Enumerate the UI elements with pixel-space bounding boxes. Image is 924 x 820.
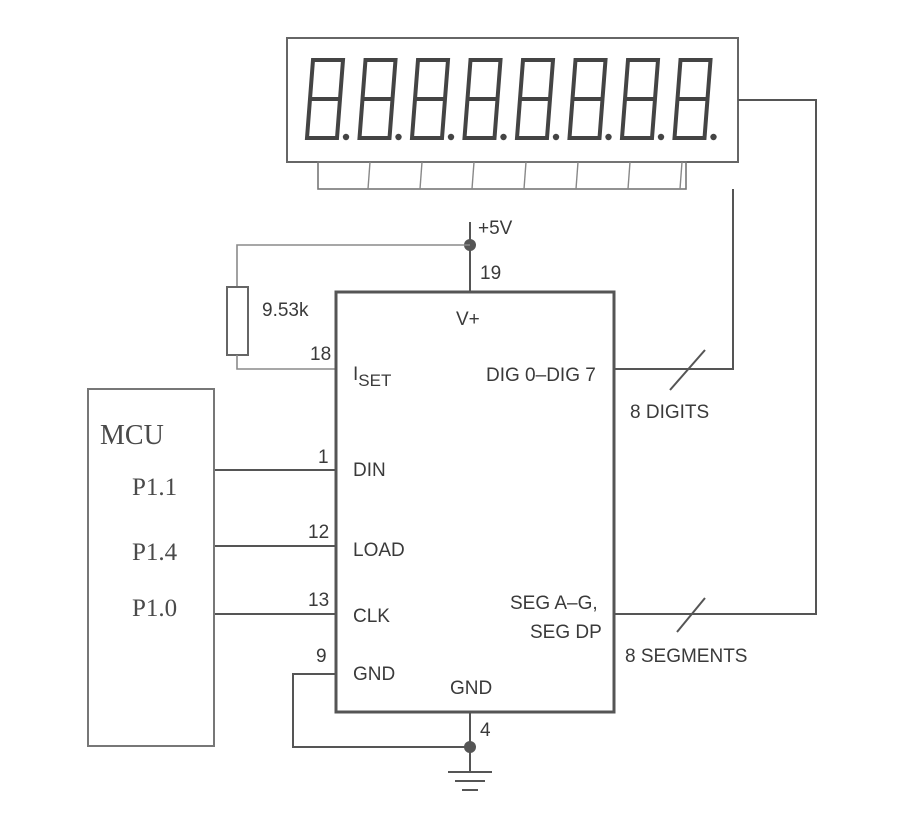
dig-label: DIG 0–DIG 7 <box>486 365 596 386</box>
display-digit <box>462 58 507 141</box>
mcu-block: MCU P1.1 P1.4 P1.0 <box>87 388 215 747</box>
mcu-pin-p1-1: P1.1 <box>132 474 177 501</box>
display-digit <box>304 58 350 141</box>
display-digit <box>409 58 455 141</box>
vplus-label: V+ <box>456 309 480 330</box>
display-digit <box>514 58 560 141</box>
decimal-point <box>710 133 717 141</box>
connector-pin-divider <box>419 161 423 190</box>
display-digit <box>567 58 612 141</box>
ground-icon <box>448 771 492 791</box>
display-digit <box>357 58 402 141</box>
display-connector <box>317 161 687 190</box>
pin-numbers: 19 18 1 12 13 9 4 <box>308 263 501 741</box>
digit-segments <box>304 58 346 140</box>
decimal-point <box>500 133 507 141</box>
segments-bus-slash <box>676 597 706 633</box>
gnd-junction <box>464 741 476 753</box>
digit-segments <box>462 58 503 140</box>
seg-label-line1: SEG A–G, <box>510 593 598 614</box>
pin-13: 13 <box>308 590 329 611</box>
gnd-left-label: GND <box>353 664 395 685</box>
ic-body <box>334 290 616 714</box>
mcu-pin-p1-4: P1.4 <box>132 539 178 566</box>
connector-pin-divider <box>471 161 475 190</box>
decimal-point <box>395 133 402 141</box>
display-connector-pins <box>367 161 683 190</box>
load-label: LOAD <box>353 540 405 561</box>
decimal-point <box>657 133 665 141</box>
resistor-label: 9.53k <box>262 300 309 321</box>
pin-12: 12 <box>308 522 329 543</box>
connector-pin-divider <box>679 161 683 190</box>
pin-1: 1 <box>318 447 329 468</box>
digits-bus-slash <box>669 349 706 391</box>
decimal-point <box>552 133 560 141</box>
rset-resistor <box>226 286 249 356</box>
gnd-loop-wire <box>292 673 470 748</box>
digit-segments <box>409 58 451 140</box>
clk-label: CLK <box>353 606 390 627</box>
rset-top-wire <box>236 244 470 287</box>
display-digit <box>672 58 717 141</box>
digit-segments <box>357 58 398 140</box>
mcu-title: MCU <box>100 420 164 451</box>
mcu-body <box>87 388 215 747</box>
iset-label: ISET <box>353 364 391 390</box>
digit-segments <box>514 58 556 140</box>
rset-bottom-wire <box>236 355 336 370</box>
digit-segments <box>619 58 661 140</box>
din-label: DIN <box>353 460 386 481</box>
connector-pin-divider <box>575 161 579 190</box>
pin-18: 18 <box>310 344 331 365</box>
seven-segment-display <box>286 37 739 190</box>
decimal-point <box>342 133 350 141</box>
display-digits <box>304 58 717 141</box>
seg-label-line2: SEG DP <box>530 622 602 643</box>
iset-label-sub: SET <box>358 371 391 390</box>
iset-label-main: I <box>353 364 358 385</box>
pin-9: 9 <box>316 646 327 667</box>
gnd-bottom-label: GND <box>450 678 492 699</box>
connector-pin-divider <box>627 161 631 190</box>
driver-ic: V+ ISET DIN LOAD CLK GND GND DIG 0–DIG 7… <box>334 290 616 714</box>
decimal-point <box>605 133 612 141</box>
mcu-pin-p1-0: P1.0 <box>132 595 177 622</box>
pin-4: 4 <box>480 720 491 741</box>
decimal-point <box>447 133 455 141</box>
pin-19: 19 <box>480 263 501 284</box>
connector-pin-divider <box>523 161 527 190</box>
segments-bus-label: 8 SEGMENTS <box>625 646 747 667</box>
supply-label: +5V <box>478 218 513 239</box>
segments-bus-wire <box>614 99 817 615</box>
digits-bus-label: 8 DIGITS <box>630 402 709 423</box>
digits-bus-wire <box>614 189 734 370</box>
display-frame <box>286 37 739 163</box>
digit-segments <box>672 58 713 140</box>
connector-pin-divider <box>367 161 371 190</box>
wiring <box>214 99 817 791</box>
digit-segments <box>567 58 608 140</box>
display-digit <box>619 58 665 141</box>
